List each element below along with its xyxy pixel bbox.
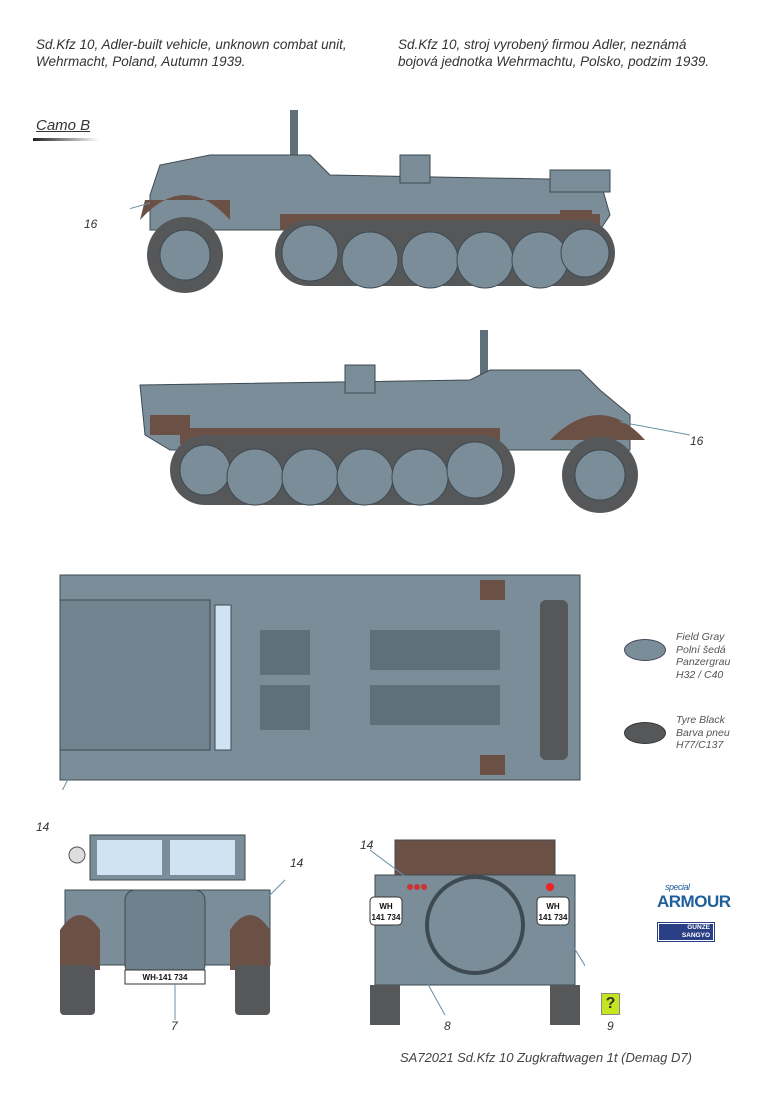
- caption-english: Sd.Kfz 10, Adler-built vehicle, unknown …: [36, 36, 347, 70]
- footer-title: SA72021 Sd.Kfz 10 Zugkraftwagen 1t (Dema…: [400, 1050, 692, 1065]
- caption-line: Wehrmacht, Poland, Autumn 1939.: [36, 54, 246, 69]
- camo-label: Camo B: [36, 117, 91, 134]
- caption-line: Sd.Kfz 10, stroj vyrobený firmou Adler, …: [398, 37, 687, 52]
- special-armour-logo: special ARMOUR: [657, 882, 731, 911]
- gunze-sangyo-logo: GUNZE SANGYO: [657, 922, 715, 942]
- logo-text: special: [665, 882, 690, 892]
- logo-text: GUNZE: [687, 924, 710, 931]
- legend-text: H32 / C40: [676, 668, 724, 681]
- callout-7: 7: [171, 1019, 178, 1033]
- legend-text: Barva pneu: [676, 726, 730, 739]
- unknown-marking-icon: ?: [601, 993, 620, 1015]
- legend-text: Field Gray: [676, 631, 725, 643]
- logo-text: ARMOUR: [657, 892, 731, 911]
- rear-plate-top: WH: [546, 902, 560, 911]
- legend-field-gray: Field Gray Polní šedá Panzergrau H32 / C…: [624, 631, 730, 681]
- legend-text: Polní šedá: [676, 643, 726, 656]
- callout-14: 14: [36, 820, 50, 834]
- legend-tyre-black: Tyre Black Barva pneu H77/C137: [624, 714, 730, 752]
- callout-14: 14: [290, 856, 304, 870]
- rear-view: WH 141 734 WH 141 734: [369, 839, 585, 1025]
- color-swatch: [624, 639, 666, 661]
- caption-line: Sd.Kfz 10, Adler-built vehicle, unknown …: [36, 37, 347, 52]
- left-side-view: [130, 110, 615, 293]
- callout-16: 16: [690, 434, 704, 448]
- legend-text: H77/C137: [676, 739, 724, 751]
- front-plate: WH-141 734: [143, 973, 188, 982]
- callout-16: 16: [84, 217, 98, 231]
- callout-8: 8: [444, 1019, 451, 1033]
- logo-text: SANGYO: [681, 932, 710, 939]
- legend-text: Panzergrau: [676, 656, 731, 668]
- color-swatch: [624, 722, 666, 744]
- callout-14: 14: [360, 838, 374, 852]
- legend-text: Tyre Black: [676, 714, 725, 726]
- callout-9: 9: [607, 1019, 614, 1033]
- front-view: WH-141 734: [60, 834, 285, 1020]
- camo-underline: [33, 138, 99, 141]
- rear-plate-bottom: 141 734: [372, 913, 401, 922]
- caption-czech: Sd.Kfz 10, stroj vyrobený firmou Adler, …: [398, 36, 709, 70]
- right-side-view: [139, 330, 690, 513]
- caption-line: bojová jednotka Wehrmachtu, Polsko, podz…: [398, 54, 710, 69]
- rear-plate-top: WH: [379, 902, 393, 911]
- rear-plate-bottom: 141 734: [539, 913, 568, 922]
- top-view: [59, 574, 581, 790]
